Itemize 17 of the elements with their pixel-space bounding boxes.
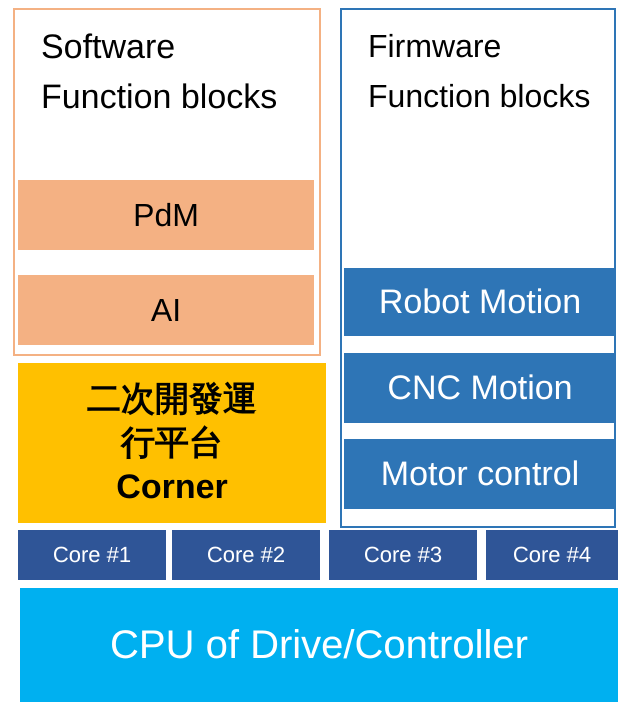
panel-subheading: Function blocks	[368, 78, 590, 115]
platform-block: 二次開發運行平台 Corner	[18, 363, 326, 523]
core-block: Core #1	[18, 530, 166, 580]
core-block: Core #4	[486, 530, 618, 580]
function-block: CNC Motion	[344, 353, 616, 423]
software-panel	[13, 8, 321, 356]
panel-heading: Firmware	[368, 28, 502, 65]
firmware-panel	[340, 8, 616, 528]
panel-subheading: Function blocks	[41, 78, 278, 117]
core-block: Core #3	[329, 530, 477, 580]
function-block: PdM	[18, 180, 314, 250]
panel-heading: Software	[41, 28, 176, 67]
function-block: Motor control	[344, 439, 616, 509]
cpu-block: CPU of Drive/Controller	[20, 588, 618, 702]
function-block: Robot Motion	[344, 268, 616, 336]
core-block: Core #2	[172, 530, 320, 580]
function-block: AI	[18, 275, 314, 345]
